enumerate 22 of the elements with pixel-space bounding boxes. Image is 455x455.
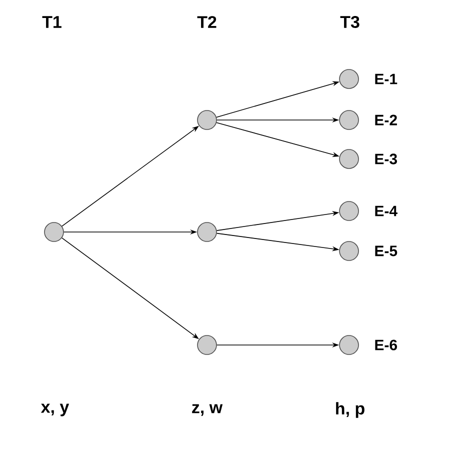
node-label: E-3 xyxy=(375,154,397,164)
node-label: E-2 xyxy=(375,114,397,126)
column-label: T1 xyxy=(42,16,62,28)
column-label: T2 xyxy=(197,16,216,28)
circle-node xyxy=(197,335,217,355)
circle-node xyxy=(339,201,359,221)
circle-node xyxy=(339,69,359,89)
column-label: z, w xyxy=(192,404,223,416)
node-label: E-1 xyxy=(375,74,398,84)
column-label: h, p xyxy=(336,402,364,418)
circle-node xyxy=(339,149,359,169)
column-label: T3 xyxy=(340,16,360,28)
circle-node xyxy=(197,222,217,242)
node-label: E-5 xyxy=(375,246,398,256)
node-label: E-6 xyxy=(375,340,397,350)
circle-node xyxy=(339,110,359,130)
node-label: E-4 xyxy=(375,206,398,216)
circle-node xyxy=(197,110,217,130)
circle-node xyxy=(44,222,64,242)
circle-node xyxy=(339,335,359,355)
circle-node xyxy=(339,241,359,261)
column-label: x, y xyxy=(40,404,70,416)
